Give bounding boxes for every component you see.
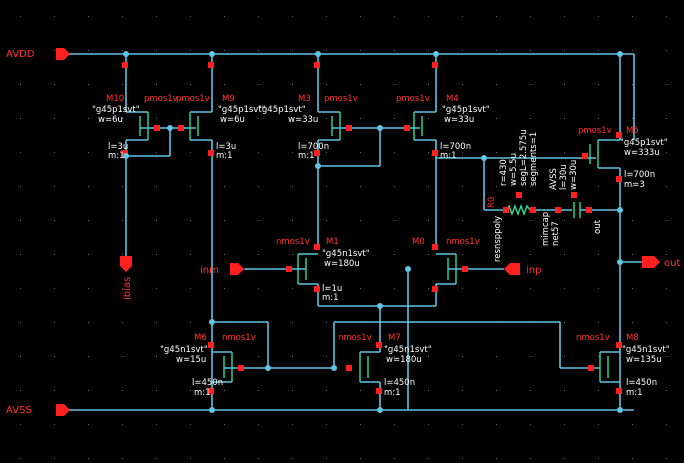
m6-name: M6 xyxy=(194,333,207,343)
transistor-m4[interactable]: pmos1v M4 "g45p1svt" w=33u l=700n m:1 xyxy=(396,51,596,248)
m3-m: m:1 xyxy=(298,151,315,161)
m9-m: m:1 xyxy=(216,151,233,161)
transistor-m6[interactable]: M6 nmos1v "g45n1svt" w=15u l=450n m:1 xyxy=(160,319,334,398)
r0-name: R0 xyxy=(487,197,497,208)
m7-type: nmos1v xyxy=(338,333,372,343)
m4-type: pmos1v xyxy=(396,94,430,104)
m8-name: M8 xyxy=(626,333,639,343)
out-pin[interactable]: out xyxy=(620,256,680,269)
m10-model: "g45p1svt" xyxy=(92,105,140,115)
m7-model: "g45n1svt" xyxy=(384,345,432,355)
m7-m: m:1 xyxy=(384,388,401,398)
m5-type: pmos1v xyxy=(578,126,612,136)
avss-node-m6 xyxy=(209,407,215,413)
m4-l: l=700n xyxy=(440,142,471,152)
m1-m: m:1 xyxy=(322,293,339,303)
avdd-pin-label: AVDD xyxy=(6,49,35,60)
m9-name: M9 xyxy=(222,94,235,104)
avss-pin[interactable]: AVSS xyxy=(6,404,70,416)
m4-m: m:1 xyxy=(440,151,457,161)
transistor-m10[interactable]: M10 pmos1v "g45p1svt" w=6u l=3u m:1 xyxy=(92,54,196,256)
avdd-pin[interactable]: AVDD xyxy=(6,48,70,60)
m1-model: "g45n1svt" xyxy=(322,249,370,259)
avdd-rail[interactable] xyxy=(66,53,635,140)
inp-pin[interactable]: inp xyxy=(504,263,541,276)
m4-w: w=33u xyxy=(444,115,474,125)
m1-w: w=180u xyxy=(324,259,360,269)
m10-type: pmos1v xyxy=(144,94,178,104)
r0-param-w: w=5.5u xyxy=(509,153,519,186)
m10-l: l=3u xyxy=(108,142,128,152)
m0-name: M0 xyxy=(412,237,425,247)
avss-node-m7 xyxy=(377,407,383,413)
m6-w: w=15u xyxy=(176,355,206,365)
m10-w: w=6u xyxy=(98,115,123,125)
avss-node-m8 xyxy=(617,407,623,413)
m7-l: l=450n xyxy=(384,378,415,388)
m6-model: "g45n1svt" xyxy=(160,345,208,355)
m3-model: "g45p1svt" xyxy=(258,105,306,115)
out-net-label: out xyxy=(593,219,603,234)
m4-name: M4 xyxy=(446,94,459,104)
m5-m: m=3 xyxy=(624,180,645,190)
ibias-pin[interactable]: ibias xyxy=(120,256,133,300)
inm-pin[interactable]: inm xyxy=(200,263,244,276)
m8-m: m:1 xyxy=(626,388,643,398)
m10-m: m:1 xyxy=(108,151,125,161)
transistor-m0[interactable]: M0 nmos1v xyxy=(407,237,504,410)
c0-net: net57 xyxy=(551,221,561,246)
m1-type: nmos1v xyxy=(276,237,310,247)
m5-l: l=700n xyxy=(624,170,655,180)
out-pin-label: out xyxy=(664,258,680,269)
m6-m: m:1 xyxy=(194,388,211,398)
resistor-r0[interactable]: R0 resnsppoly r=430 w=5.5u segL=2.575u s… xyxy=(483,129,572,262)
m3-l: l=700n xyxy=(298,142,329,152)
transistor-m5[interactable]: pmos1v M5 "g45p1svt" w=333u l=700n m=3 xyxy=(578,51,668,410)
transistor-m9[interactable]: pmos1v M9 "g45p1svt" w=6u l=3u m:1 xyxy=(123,51,266,410)
m4-model: "g45p1svt" xyxy=(442,105,490,115)
m6-type: nmos1v xyxy=(222,333,256,343)
m1-l: l=1u xyxy=(322,284,342,294)
m9-l: l=3u xyxy=(216,142,236,152)
m8-w: w=135u xyxy=(626,355,662,365)
m3-name: M3 xyxy=(298,94,311,104)
m7-w: w=180u xyxy=(386,355,422,365)
m0-type: nmos1v xyxy=(446,237,480,247)
m1-name: M1 xyxy=(326,237,339,247)
m9-w: w=6u xyxy=(220,115,245,125)
inm-pin-label: inm xyxy=(200,265,219,276)
c0-param-avss: AVSS xyxy=(549,168,559,190)
m8-type: nmos1v xyxy=(576,333,610,343)
m5-model: "g45p1svt" xyxy=(620,138,668,148)
m5-w: w=333u xyxy=(624,148,660,158)
r0-param-segl: segL=2.575u xyxy=(519,129,529,186)
m10-name: M10 xyxy=(106,94,124,104)
m3-type: pmos1v xyxy=(324,94,358,104)
m9-type: pmos1v xyxy=(176,94,210,104)
m5-name: M5 xyxy=(626,126,639,136)
m8-model: "g45n1svt" xyxy=(622,345,670,355)
r0-param-r: r=430 xyxy=(499,159,509,186)
c0-param-w: w=30u xyxy=(569,160,579,190)
transistor-m7[interactable]: nmos1v M7 "g45n1svt" w=180u l=450n m:1 xyxy=(331,306,600,410)
c0-param-l: l=30u xyxy=(559,164,569,190)
transistor-m3[interactable]: M3 pmos1v "g45p1svt" w=33u l=700n m:1 xyxy=(258,51,420,248)
transistor-m1[interactable]: nmos1v M1 "g45n1svt" w=180u l=1u m:1 xyxy=(244,237,436,309)
capacitor-c0[interactable]: mimcap net57 AVSS l=30u w=30u out xyxy=(541,160,620,246)
m8-l: l=450n xyxy=(626,378,657,388)
r0-param-segments: segments=1 xyxy=(529,132,539,186)
inp-pin-label: inp xyxy=(526,265,541,276)
transistor-m8[interactable]: nmos1v M8 "g45n1svt" w=135u l=450n m:1 xyxy=(576,259,670,398)
r0-type: resnsppoly xyxy=(493,216,503,262)
ibias-pin-label: ibias xyxy=(122,277,133,300)
m3-w: w=33u xyxy=(288,115,318,125)
c0-type: mimcap xyxy=(541,212,551,246)
m7-name: M7 xyxy=(388,333,401,343)
m9-model: "g45p1svt" xyxy=(218,105,266,115)
m6-l: l=450n xyxy=(192,378,223,388)
avss-pin-label: AVSS xyxy=(6,405,32,416)
